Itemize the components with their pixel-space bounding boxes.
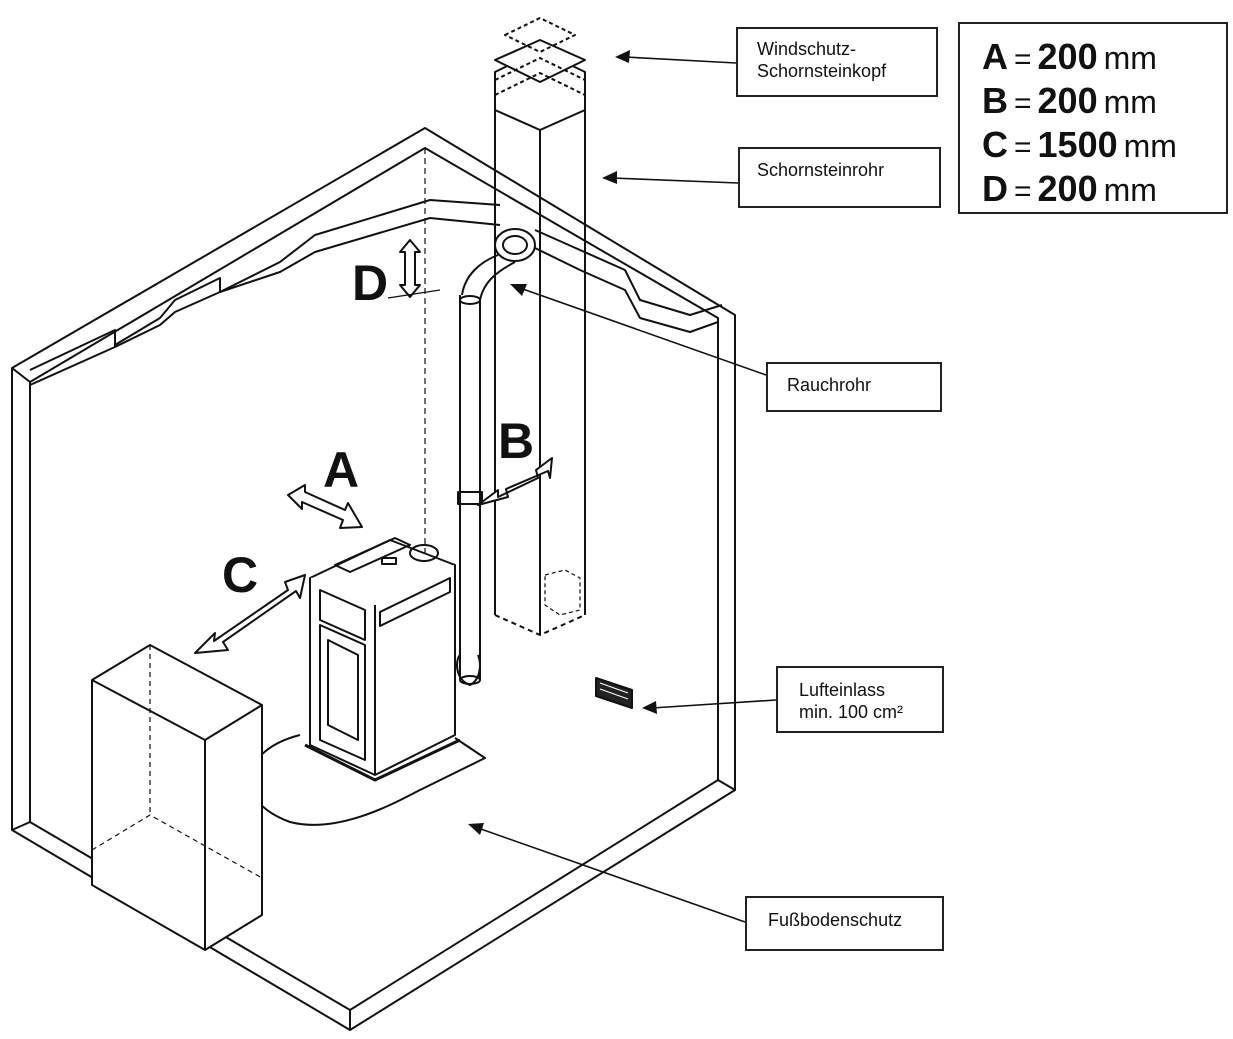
callout-fussbodenschutz: Fußbodenschutz xyxy=(745,896,944,951)
dimension-equals: = xyxy=(1014,43,1032,76)
callout-windschutz-line1: Windschutz- xyxy=(757,39,857,59)
dimension-key: D xyxy=(982,168,1008,209)
air-inlet-grille xyxy=(595,677,633,709)
callout-fussbodenschutz-text: Fußbodenschutz xyxy=(768,910,903,930)
flue-pipe xyxy=(456,228,536,686)
dimension-label-d: D xyxy=(352,255,388,311)
callout-lufteinlass-line1: Lufteinlass xyxy=(799,680,886,700)
clearance-arrow-c xyxy=(194,574,306,654)
callout-schornsteinrohr: Schornsteinrohr xyxy=(738,147,941,208)
callout-rauchrohr-text: Rauchrohr xyxy=(787,375,872,395)
chimney-stack xyxy=(494,17,586,636)
dimension-value: 200 xyxy=(1037,80,1098,121)
dimension-label-b: B xyxy=(498,413,534,469)
dimension-value: 200 xyxy=(1037,36,1098,77)
dimension-value: 1500 xyxy=(1037,124,1118,165)
dimension-key: A xyxy=(982,36,1008,77)
leader-lines xyxy=(477,56,777,923)
side-cabinet xyxy=(91,644,263,951)
callout-windschutz: Windschutz- Schornsteinkopf xyxy=(736,27,938,97)
dimension-equals: = xyxy=(1014,87,1032,120)
dimension-unit: mm xyxy=(1103,84,1157,120)
pellet-stove xyxy=(304,537,461,782)
dimension-unit: mm xyxy=(1103,172,1157,208)
callout-schornsteinrohr-text: Schornsteinrohr xyxy=(757,160,885,180)
dimension-label-c: C xyxy=(222,547,258,603)
dimension-equals: = xyxy=(1014,131,1032,164)
callout-windschutz-line2: Schornsteinkopf xyxy=(757,61,887,81)
dimension-equals: = xyxy=(1014,175,1032,208)
callout-lufteinlass-line2: min. 100 cm² xyxy=(799,702,904,722)
dimension-label-a: A xyxy=(323,442,359,498)
leader-arrowheads xyxy=(468,50,657,835)
clearance-arrow-d xyxy=(387,239,441,299)
clearance-arrow-b xyxy=(477,457,553,506)
dimension-key: B xyxy=(982,80,1008,121)
callout-lufteinlass: Lufteinlass min. 100 cm² xyxy=(776,666,944,733)
clearance-arrow-a xyxy=(287,484,363,529)
dimension-value: 200 xyxy=(1037,168,1098,209)
callout-rauchrohr: Rauchrohr xyxy=(766,362,942,412)
dimension-key: C xyxy=(982,124,1008,165)
dimension-unit: mm xyxy=(1103,40,1157,76)
dimension-unit: mm xyxy=(1123,128,1177,164)
